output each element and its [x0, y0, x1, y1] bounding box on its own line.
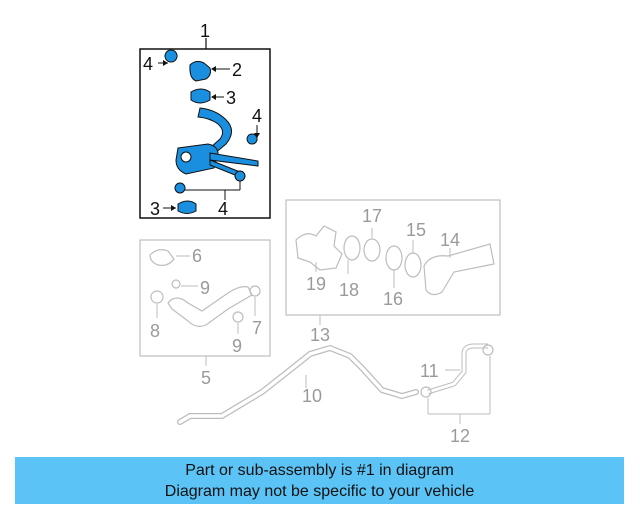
callout-19[interactable]: 19 [306, 274, 326, 294]
callout-5[interactable]: 5 [201, 368, 211, 388]
clamp-3-bottom[interactable] [163, 200, 197, 214]
callout-8[interactable]: 8 [150, 321, 160, 341]
callout-11[interactable]: 11 [420, 361, 439, 381]
banner-line-2: Diagram may not be specific to your vehi… [164, 483, 475, 500]
callout-4-right[interactable]: 4 [252, 106, 262, 126]
clamp-4-top-left[interactable] [158, 49, 178, 66]
callout-18[interactable]: 18 [339, 280, 359, 300]
callout-4-bottom[interactable]: 4 [218, 199, 228, 219]
callout-7[interactable]: 7 [252, 318, 262, 338]
callout-12[interactable]: 12 [450, 426, 470, 446]
clamp-3-top[interactable] [190, 88, 224, 104]
callout-9-bottom[interactable]: 9 [232, 336, 242, 356]
callout-2[interactable]: 2 [232, 60, 242, 80]
callout-1[interactable]: 1 [200, 21, 210, 41]
info-banner: Part or sub-assembly is #1 in diagram Di… [15, 457, 624, 504]
callout-16[interactable]: 16 [383, 289, 403, 309]
callout-3-bottom[interactable]: 3 [150, 199, 160, 219]
group-13[interactable] [285, 199, 501, 325]
callout-17[interactable]: 17 [362, 206, 382, 226]
callout-15[interactable]: 15 [406, 220, 426, 240]
callout-9-top[interactable]: 9 [200, 278, 210, 298]
callout-3-top[interactable]: 3 [226, 88, 236, 108]
callout-6[interactable]: 6 [192, 246, 202, 266]
hose-assembly[interactable] [175, 107, 259, 178]
callout-10[interactable]: 10 [302, 386, 322, 406]
banner-line-1: Part or sub-assembly is #1 in diagram [185, 462, 454, 479]
pipe-10[interactable] [177, 344, 419, 425]
callout-13[interactable]: 13 [310, 325, 330, 345]
pipe-11[interactable] [420, 343, 494, 424]
group-5[interactable] [139, 239, 271, 366]
outlet-2[interactable] [189, 60, 230, 82]
callout-14[interactable]: 14 [440, 230, 460, 250]
callout-4-top[interactable]: 4 [143, 54, 153, 74]
assembly-1-group[interactable]: 1 4 2 3 [139, 21, 271, 219]
clamp-4-right[interactable] [246, 125, 260, 145]
clamp-4-bottom[interactable] [174, 170, 246, 200]
